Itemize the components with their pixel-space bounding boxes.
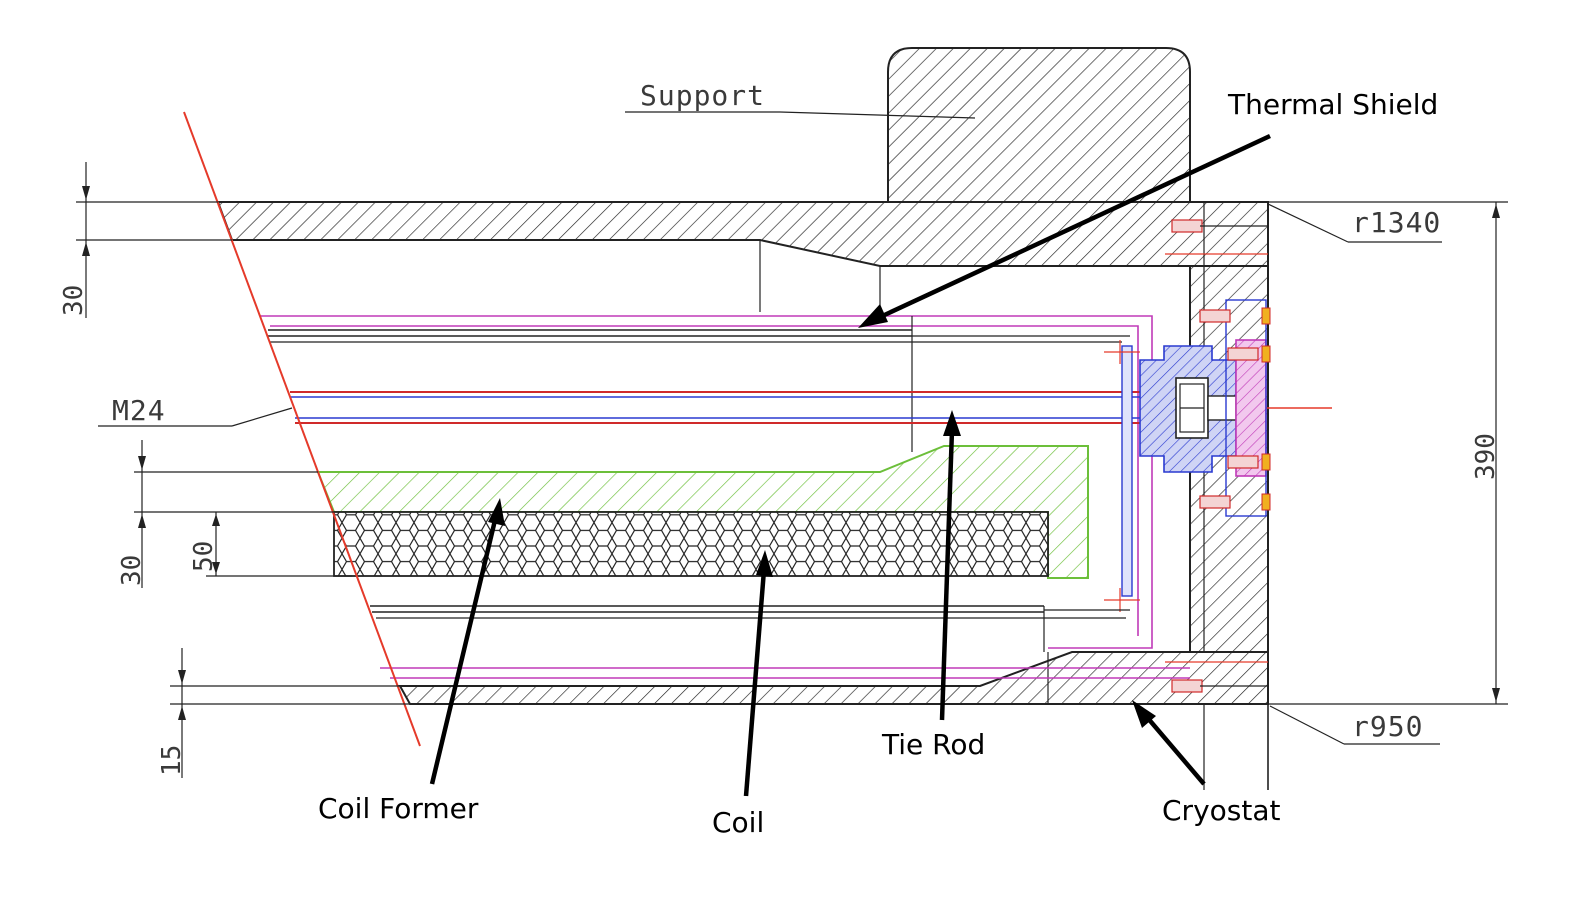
tie-rod-nut-assembly: [1121, 299, 1267, 597]
support-block: [887, 47, 1191, 203]
radius-outer-callout: r1340: [1267, 203, 1442, 243]
tie-rod-label: Tie Rod: [881, 728, 985, 761]
dim-former-thickness: 30: [117, 440, 334, 588]
tie-rod-callout: Tie Rod: [881, 410, 985, 761]
thread-callout: M24: [98, 394, 293, 427]
bolt: [1227, 345, 1271, 363]
coil-former-callout: Coil Former: [318, 498, 505, 825]
coil-callout: Coil: [712, 550, 773, 839]
support-leader-line: [779, 111, 976, 119]
bolt: [1199, 307, 1271, 325]
radius-inner-callout: r950: [1269, 705, 1440, 745]
dim-radial-span: 390: [1268, 201, 1508, 705]
bolt: [1165, 661, 1268, 693]
end-plate-bolts: [1104, 219, 1271, 693]
thread-label: M24: [112, 394, 166, 427]
support-label-group: Support: [625, 79, 976, 119]
dim-outer-wall-value: 30: [59, 285, 89, 316]
bolt: [1165, 219, 1268, 255]
thermal-shield-callout: Thermal Shield: [858, 88, 1438, 328]
bolt: [1227, 453, 1271, 471]
dim-coil-height: 50: [189, 512, 352, 577]
thermal-shield-label: Thermal Shield: [1227, 88, 1438, 121]
lower-tube: [370, 605, 1130, 652]
dim-inner-wall-value: 15: [157, 745, 187, 776]
dim-coil-height-value: 50: [189, 541, 219, 572]
cryostat-outer-wall: [216, 201, 1269, 312]
dim-outer-wall: 30: [59, 162, 232, 318]
dim-former-thickness-value: 30: [117, 555, 147, 586]
coil: [333, 511, 1049, 577]
thermal-shield: [260, 315, 1190, 679]
coil-former-label: Coil Former: [318, 792, 479, 825]
centre-mark: [1104, 340, 1140, 612]
cryostat-label: Cryostat: [1162, 794, 1280, 827]
support-label: Support: [640, 79, 765, 112]
section-cut-line: [183, 111, 421, 747]
bolt: [1199, 493, 1271, 511]
cryostat-callout: Cryostat: [1132, 700, 1280, 827]
radius-outer-label: r1340: [1352, 206, 1441, 239]
coil-label: Coil: [712, 806, 764, 839]
upper-tube: [268, 316, 1130, 452]
dim-inner-wall: 15: [157, 648, 410, 778]
radius-inner-label: r950: [1352, 710, 1423, 743]
dim-radial-span-value: 390: [1471, 433, 1501, 480]
